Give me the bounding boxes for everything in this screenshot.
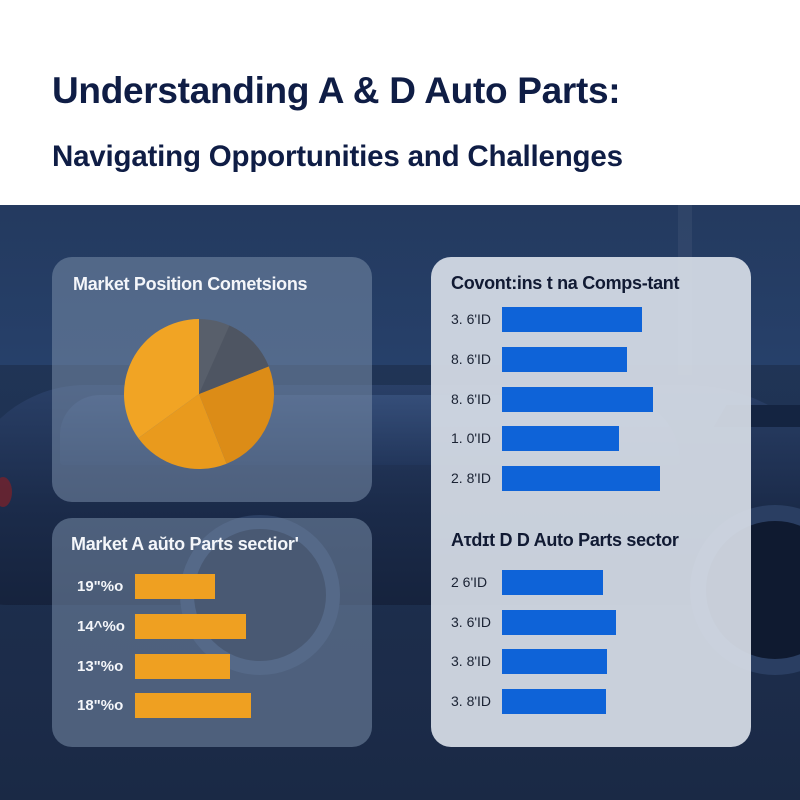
bar [135,693,251,718]
bar [502,466,660,491]
bar-label: 2. 8'ID [451,470,492,486]
bar-label: 13"%o [77,658,124,675]
bar-label: 14^%o [77,618,125,635]
panel-title-top: Covont:ins t na Comps-tant [451,273,680,293]
header: Understanding A & D Auto Parts: Navigati… [0,0,800,205]
pie-chart-graphic [123,319,274,469]
bar [502,649,607,674]
bar-label: 3. 6'ID [451,614,492,630]
bar [502,426,619,451]
bar [502,387,653,412]
pie-chart [123,318,275,470]
bar [502,347,627,372]
panel-title-bottom: Aτdɪt D D Auto Parts sector [451,530,679,550]
bar [135,654,230,679]
bar-label: 3. 8'ID [451,653,492,669]
bar-row: 2 6'ID [431,570,751,595]
panel-title: Market Position Cometsions [73,274,308,294]
bar-row: 3. 6'ID [431,307,751,332]
bar-row: 3. 6'ID [431,610,751,635]
bar-label: 3. 8'ID [451,693,492,709]
bar-label: 1. 0'ID [451,430,492,446]
pie-slice-mid-orange [138,394,227,469]
bar [135,574,215,599]
page-subtitle: Navigating Opportunities and Challenges [52,140,623,173]
bar-row: 13"%o [52,654,372,679]
pie-slice-gray-shade [199,325,269,394]
bar-row: 14^%o [52,614,372,639]
market-a-auto-parts-panel: Market A aŭto Parts sectior' 19"%o 14^%o… [52,518,372,747]
competitive-analysis-panel: Covont:ins t na Comps-tant 3. 6'ID 8. 6'… [431,257,751,747]
bar-label: 19"%o [77,578,124,595]
bar-label: 18"%o [77,697,124,714]
bar-row: 3. 8'ID [431,649,751,674]
bar-row: 18"%o [52,693,372,718]
bar-row: 19"%o [52,574,372,599]
bar-label: 2 6'ID [451,574,488,590]
bar [502,570,603,595]
pie-slice-dark-orange [199,366,274,464]
pie-slice-light-orange [123,319,199,439]
page-title: Understanding A & D Auto Parts: [52,70,621,111]
bar-label: 8. 6'ID [451,351,492,367]
panel-title: Market A aŭto Parts sectior' [71,534,299,554]
bar [135,614,246,639]
bar-row: 2. 8'ID [431,466,751,491]
bar [502,689,606,714]
bar-label: 8. 6'ID [451,391,492,407]
bar-label: 3. 6'ID [451,311,492,327]
bar [502,307,642,332]
bar [502,610,616,635]
bar-row: 3. 8'ID [431,689,751,714]
bar-row: 8. 6'ID [431,347,751,372]
bar-row: 8. 6'ID [431,387,751,412]
market-position-panel: Market Position Cometsions [52,257,372,502]
bar-row: 1. 0'ID [431,426,751,451]
car-taillight [0,477,12,507]
